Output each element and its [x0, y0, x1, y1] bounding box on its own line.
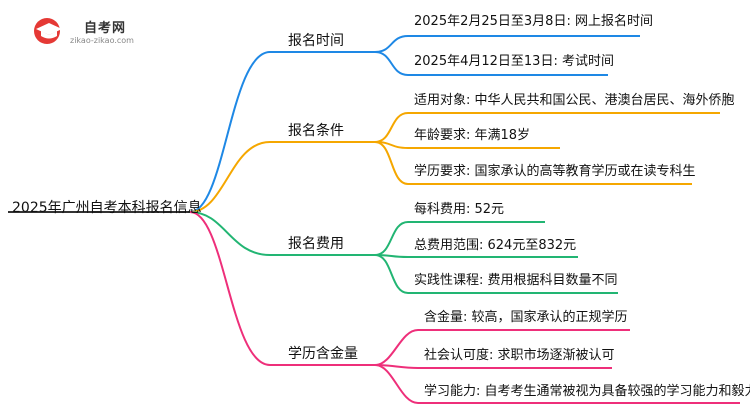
leaf-registration-period: 2025年2月25日至3月8日: 网上报名时间 — [414, 14, 653, 29]
branch-degree-value: 学历含金量 — [288, 346, 358, 362]
connector-root-fees — [189, 211, 271, 256]
root-topic: 2025年广州自考本科报名信息 — [12, 200, 202, 216]
leaf-education-requirement: 学历要求: 国家承认的高等教育学历或在读专科生 — [414, 164, 696, 179]
leaf-age-requirement: 年龄要求: 年满18岁 — [414, 128, 531, 143]
graduation-cap-icon — [34, 18, 62, 44]
leaf-fee-per-subject: 每科费用: 52元 — [414, 202, 505, 217]
leaf-total-fee-range: 总费用范围: 624元至832元 — [414, 238, 577, 253]
connector-degree-leaf-1 — [374, 329, 419, 366]
leaf-social-recognition: 社会认可度: 求职市场逐渐被认可 — [424, 348, 615, 363]
site-logo: 自考网 zikao-zikao.com — [32, 14, 142, 50]
connector-conditions-leaf-1 — [374, 112, 409, 143]
connector-root-conditions — [189, 141, 271, 213]
leaf-degree-gold-content: 含金量: 较高，国家承认的正规学历 — [424, 310, 628, 325]
leaf-exam-dates: 2025年4月12日至13日: 考试时间 — [414, 54, 614, 69]
connector-fees-leaf-1 — [374, 221, 409, 256]
branch-registration-fees: 报名费用 — [288, 236, 344, 252]
connector-root-degree — [189, 211, 271, 366]
connector-conditions-leaf-3 — [374, 141, 409, 185]
leaf-practical-course-fee: 实践性课程: 费用根据科目数量不同 — [414, 273, 618, 288]
connector-fees-leaf-3 — [374, 254, 409, 294]
logo-title: 自考网 — [84, 21, 127, 36]
leaf-learning-ability: 学习能力: 自考考生通常被视为具备较强的学习能力和毅力 — [424, 384, 750, 399]
branch-registration-conditions: 报名条件 — [288, 123, 344, 139]
connector-root-time — [189, 51, 271, 213]
connector-time-leaf-2 — [374, 51, 409, 76]
branch-registration-time: 报名时间 — [288, 33, 344, 49]
leaf-eligible-persons: 适用对象: 中华人民共和国公民、港澳台居民、海外侨胞 — [414, 93, 735, 108]
logo-url: zikao-zikao.com — [70, 36, 134, 45]
connector-time-leaf-1 — [374, 35, 409, 53]
connector-degree-leaf-3 — [374, 364, 419, 404]
